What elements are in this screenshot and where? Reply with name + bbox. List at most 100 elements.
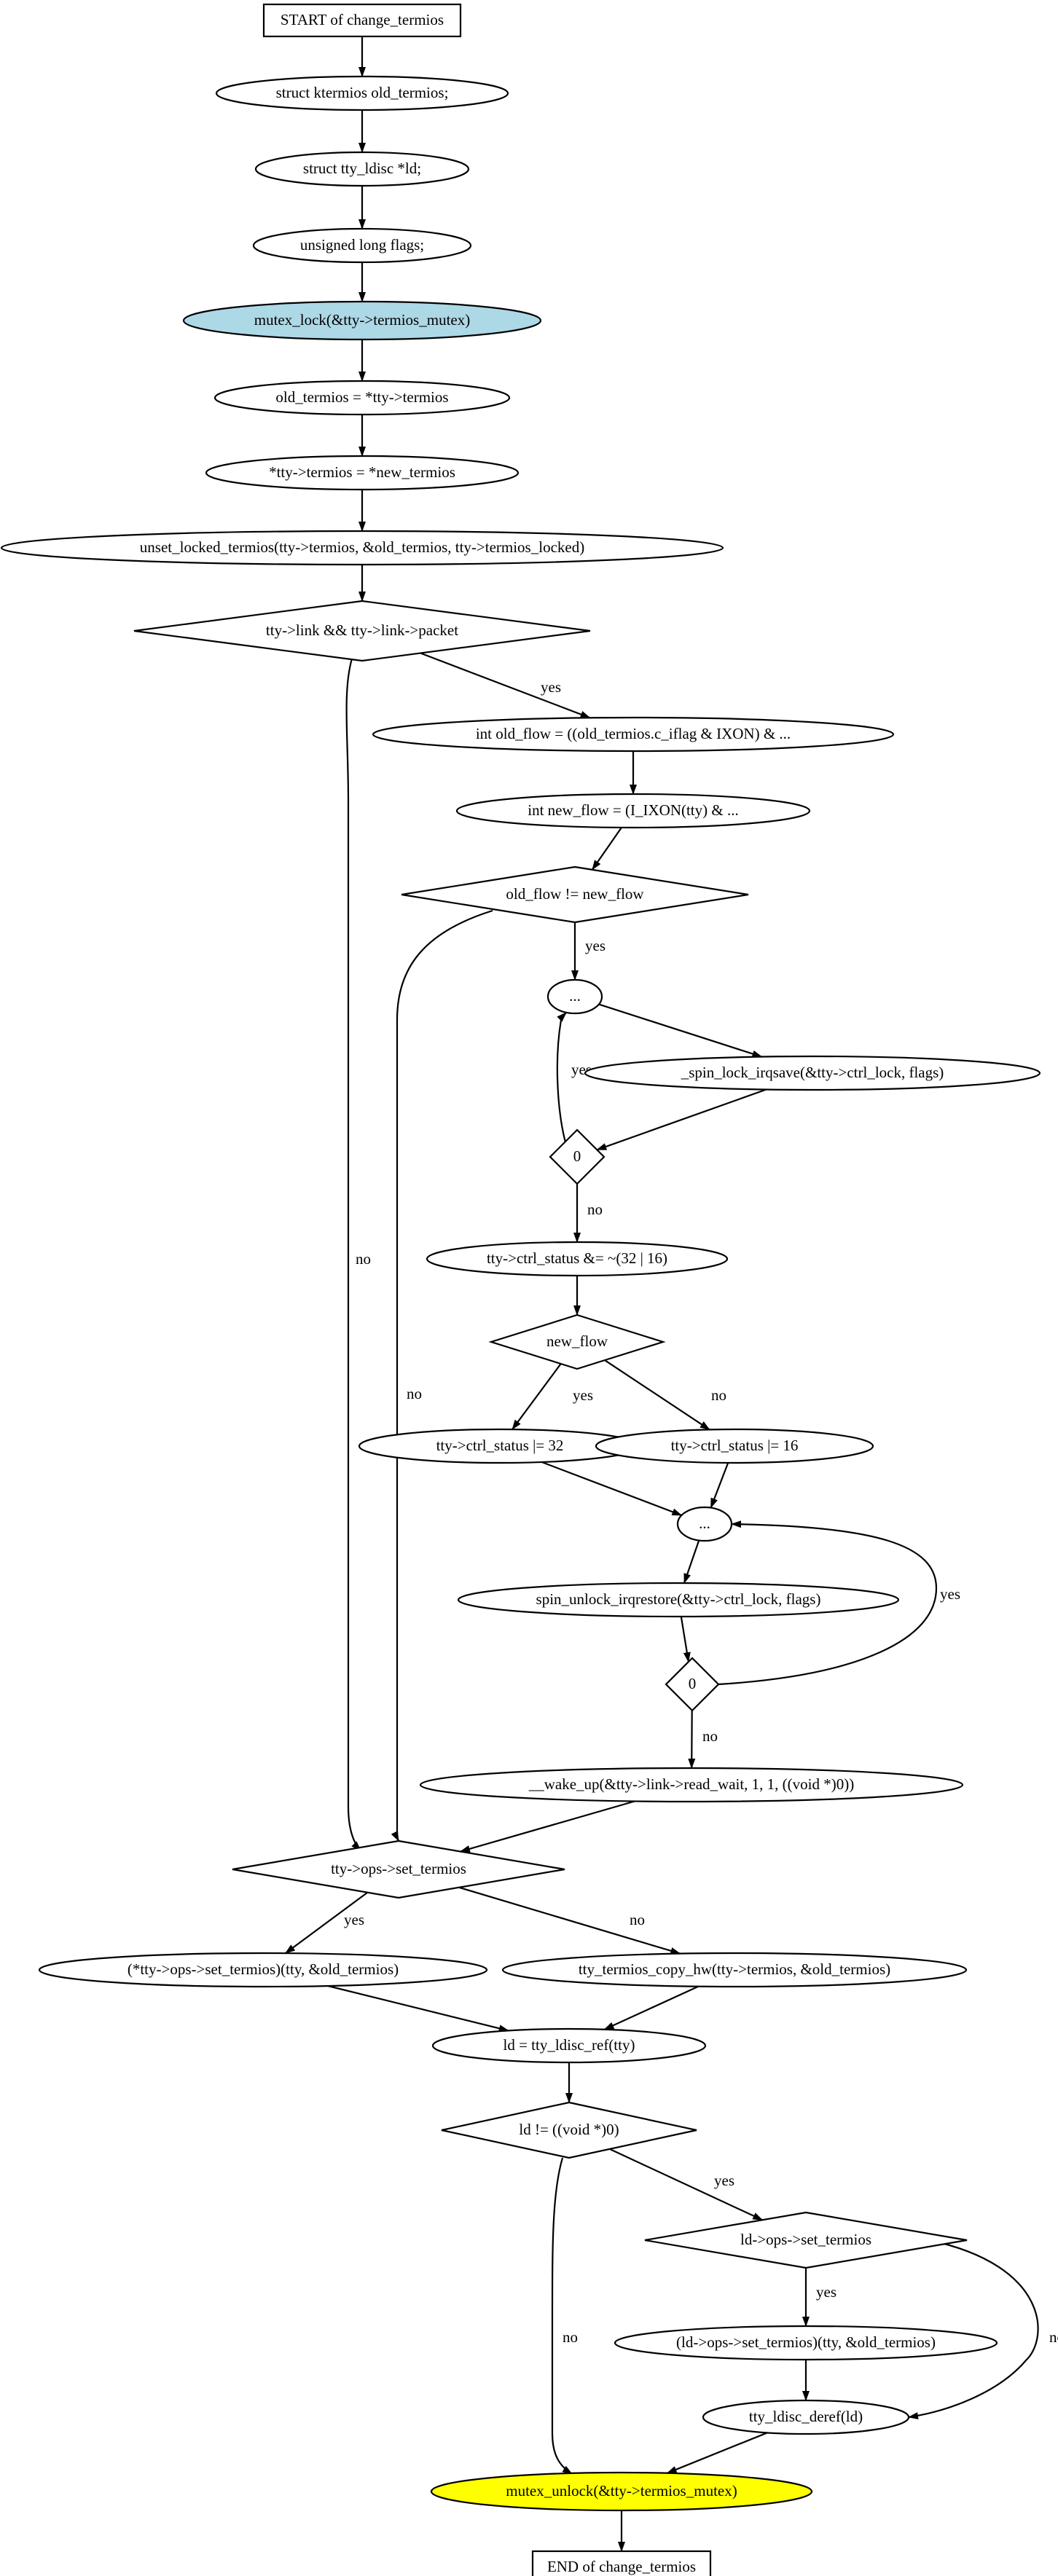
edge-d3-to-n10 — [556, 1012, 567, 1143]
node-n14: tty->ctrl_status |= 16 — [595, 1428, 874, 1464]
node-label-n20: ld = tty_ldisc_ref(tty) — [503, 2036, 635, 2054]
node-d4: new_flow — [488, 1313, 666, 1370]
edge-n11-to-d3 — [596, 1088, 767, 1151]
edge-label-d4-to-n14: no — [711, 1386, 726, 1404]
node-n4: mutex_lock(&tty->termios_mutex) — [182, 300, 542, 341]
node-start: START of change_termios — [262, 3, 462, 38]
node-shape-ellipse-n3 — [252, 227, 472, 264]
node-n13: tty->ctrl_status |= 32 — [358, 1428, 642, 1464]
node-label-d1: tty->link && tty->link->packet — [266, 621, 458, 639]
node-shape-ellipse-n10 — [546, 978, 603, 1015]
node-shape-box-start — [262, 3, 462, 38]
edge-n15-to-n16 — [683, 1540, 700, 1584]
node-shape-diamond-d2 — [401, 865, 749, 924]
node-shape-diamond-d7 — [441, 2101, 697, 2159]
edge-n18-to-n20 — [327, 1984, 509, 2033]
node-d7: ld != ((void *)0) — [441, 2101, 697, 2159]
node-shape-ellipse-n5 — [213, 380, 511, 416]
node-label-n9: int new_flow = (I_IXON(tty) & ... — [528, 801, 738, 819]
node-n21: (ld->ops->set_termios)(tty, &old_termios… — [614, 2325, 998, 2361]
edge-label-d7-to-d8: yes — [714, 2172, 734, 2189]
node-label-n4: mutex_lock(&tty->termios_mutex) — [254, 311, 470, 329]
node-shape-box-end — [531, 2550, 712, 2576]
node-shape-ellipse-n17 — [419, 1767, 964, 1803]
node-shape-diamond-d5 — [665, 1657, 720, 1712]
node-shape-ellipse-n9 — [455, 793, 811, 829]
edge-n19-to-n20 — [603, 1985, 699, 2030]
node-shape-diamond-d4 — [488, 1313, 666, 1370]
node-label-d7: ld != ((void *)0) — [519, 2121, 619, 2138]
edge-label-d3-to-n12: no — [587, 1201, 603, 1218]
node-shape-diamond-d8 — [644, 2211, 968, 2269]
node-shape-ellipse-n23 — [430, 2471, 813, 2512]
node-d8: ld->ops->set_termios — [644, 2211, 968, 2269]
node-label-n3: unsigned long flags; — [300, 236, 424, 254]
node-label-d8: ld->ops->set_termios — [740, 2231, 871, 2248]
node-shape-ellipse-n7 — [0, 530, 724, 566]
node-n6: *tty->termios = *new_termios — [205, 455, 520, 491]
node-label-n6: *tty->termios = *new_termios — [269, 463, 455, 481]
node-n16: spin_unlock_irqrestore(&tty->ctrl_lock, … — [457, 1582, 900, 1618]
edge-d7-to-n23 — [551, 2157, 573, 2475]
edge-n13-to-n15 — [541, 1461, 683, 1517]
node-label-d6: tty->ops->set_termios — [331, 1860, 466, 1877]
node-label-n23: mutex_unlock(&tty->termios_mutex) — [506, 2482, 737, 2500]
node-shape-ellipse-n21 — [614, 2325, 998, 2361]
node-shape-ellipse-n11 — [584, 1055, 1041, 1091]
node-shape-ellipse-n16 — [457, 1582, 900, 1618]
edge-d6-to-n18 — [284, 1891, 368, 1954]
node-label-d4: new_flow — [546, 1332, 608, 1350]
node-n10: ... — [546, 978, 603, 1015]
node-d1: tty->link && tty->link->packet — [133, 600, 591, 662]
edge-label-d2-to-n10: yes — [585, 937, 606, 954]
edge-label-d6-to-n19: no — [630, 1911, 645, 1928]
node-n1: struct ktermios old_termios; — [215, 75, 509, 111]
node-label-n1: struct ktermios old_termios; — [276, 84, 449, 101]
node-label-n10: ... — [569, 987, 581, 1005]
edge-d1-to-d6 — [345, 658, 361, 1851]
node-n5: old_termios = *tty->termios — [213, 380, 511, 416]
edge-n9-to-d2 — [591, 827, 622, 871]
node-n3: unsigned long flags; — [252, 227, 472, 264]
edge-d5-to-n17 — [688, 1710, 696, 1769]
node-label-n17: __wake_up(&tty->link->read_wait, 1, 1, (… — [528, 1775, 855, 1793]
node-label-n16: spin_unlock_irqrestore(&tty->ctrl_lock, … — [536, 1590, 821, 1608]
node-label-n13: tty->ctrl_status |= 32 — [436, 1437, 564, 1454]
node-shape-ellipse-n8 — [372, 716, 895, 753]
edges-layer: yesnoyesnoyesnoyesnoyesnoyesnoyesnoyesno — [284, 36, 1058, 2552]
node-shape-ellipse-n22 — [702, 2399, 910, 2435]
node-label-n11: _spin_lock_irqsave(&tty->ctrl_lock, flag… — [681, 1064, 944, 1081]
node-shape-ellipse-n20 — [431, 2027, 707, 2064]
edge-label-d7-to-n23: no — [563, 2328, 578, 2346]
edge-label-d8-to-n21: yes — [816, 2283, 836, 2301]
node-n23: mutex_unlock(&tty->termios_mutex) — [430, 2471, 813, 2512]
edge-n14-to-n15 — [710, 1462, 729, 1509]
edge-n16-to-d5 — [680, 1616, 691, 1663]
edge-d1-to-n8 — [420, 652, 591, 719]
node-shape-ellipse-n12 — [426, 1241, 729, 1277]
edge-d4-to-n13 — [512, 1363, 562, 1430]
node-end: END of change_termios — [531, 2550, 712, 2576]
node-shape-ellipse-n6 — [205, 455, 520, 491]
edge-n10-to-n11 — [598, 1003, 763, 1058]
edge-label-d1-to-d6: no — [356, 1250, 371, 1268]
edge-d7-to-d8 — [609, 2148, 764, 2221]
node-label-d5: 0 — [689, 1675, 697, 1692]
node-n15: ... — [676, 1506, 733, 1542]
edge-label-d8-to-n22: no — [1049, 2328, 1058, 2346]
edge-d4-to-n14 — [604, 1359, 710, 1431]
node-n8: int old_flow = ((old_termios.c_iflag & I… — [372, 716, 895, 753]
node-label-start: START of change_termios — [281, 11, 444, 28]
node-label-end: END of change_termios — [547, 2558, 696, 2575]
node-label-n8: int old_flow = ((old_termios.c_iflag & I… — [476, 725, 791, 742]
node-label-n19: tty_termios_copy_hw(tty->termios, &old_t… — [579, 1960, 890, 1978]
node-label-n22: tty_ldisc_deref(ld) — [749, 2408, 863, 2425]
node-label-n2: struct tty_ldisc *ld; — [303, 160, 421, 177]
node-n18: (*tty->ops->set_termios)(tty, &old_termi… — [38, 1952, 488, 1988]
node-shape-ellipse-n18 — [38, 1952, 488, 1988]
node-shape-diamond-d1 — [133, 600, 591, 662]
node-label-n21: (ld->ops->set_termios)(tty, &old_termios… — [676, 2333, 936, 2351]
node-label-n5: old_termios = *tty->termios — [275, 388, 448, 406]
node-n11: _spin_lock_irqsave(&tty->ctrl_lock, flag… — [584, 1055, 1041, 1091]
